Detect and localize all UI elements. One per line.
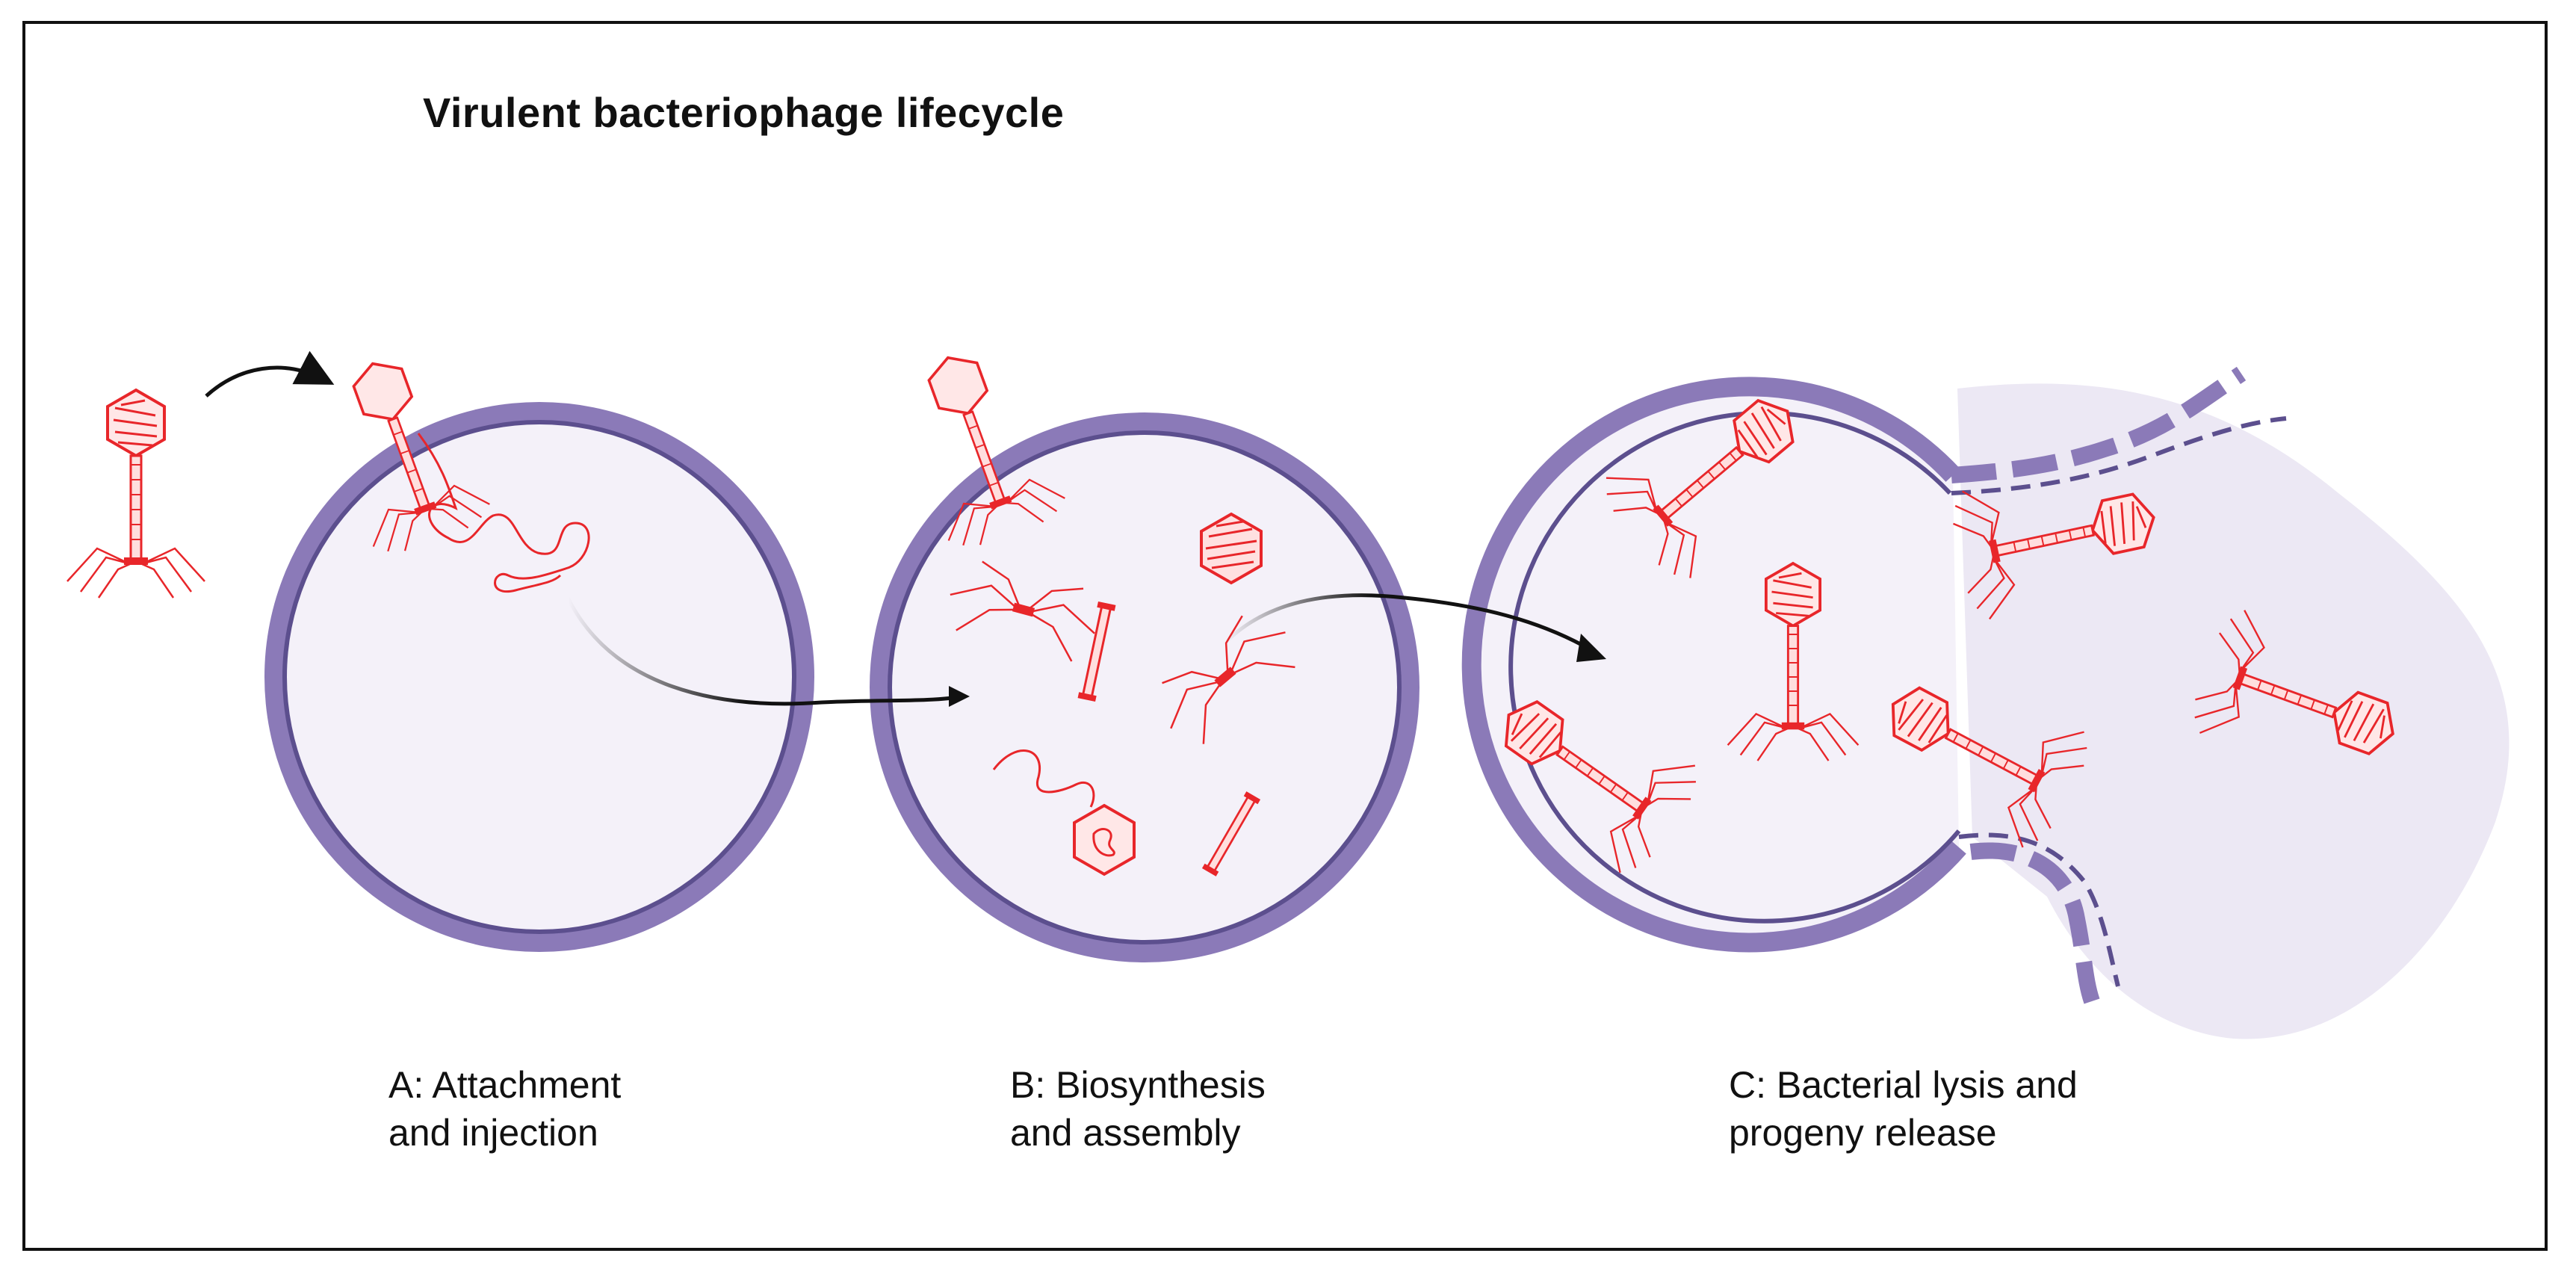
bacterium-cell-a (264, 402, 814, 952)
dna-strand-b (992, 749, 1095, 808)
stage-a-line1: A: Attachment (388, 1064, 622, 1106)
stage-c-line2: progeny release (1729, 1112, 1997, 1154)
stage-c-line1: C: Bacterial lysis and (1729, 1064, 2078, 1106)
stage-b-line1: B: Biosynthesis (1010, 1064, 1266, 1106)
approach-arrow (205, 350, 335, 398)
bacterium-cell-c-lysing (1461, 366, 2510, 1039)
stage-a-caption: A: Attachment and injection (388, 1061, 621, 1157)
stage-b-line2: and assembly (1010, 1112, 1241, 1154)
stage-c-caption: C: Bacterial lysis and progeny release (1729, 1061, 2078, 1157)
diagram-title: Virulent bacteriophage lifecycle (423, 89, 1065, 136)
injected-dna (417, 433, 590, 593)
stage-b-caption: B: Biosynthesis and assembly (1010, 1061, 1266, 1157)
arrow-b-to-c (1224, 593, 1593, 652)
phage-head-b (1200, 513, 1263, 584)
stage-a-line2: and injection (388, 1112, 598, 1154)
bacterium-cell-b (870, 412, 1419, 962)
free-phage (66, 389, 206, 599)
arrow-a-to-b (566, 596, 965, 706)
assembling-head-b (1073, 803, 1136, 876)
